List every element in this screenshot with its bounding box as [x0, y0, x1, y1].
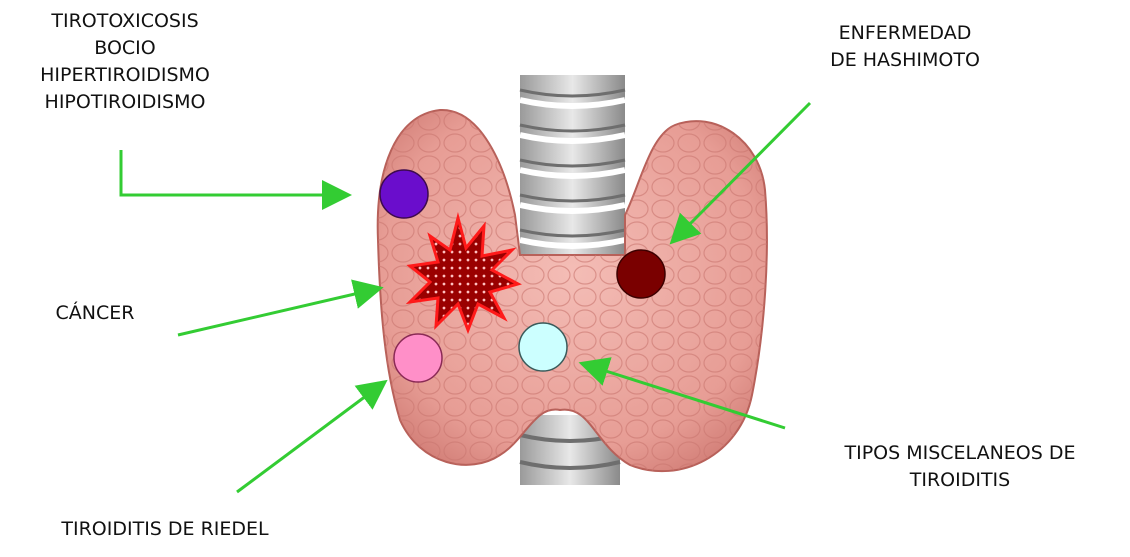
- label-hipotiroidismo: HIPOTIROIDISMO: [0, 89, 250, 116]
- label-riedel-group: TIROIDITIS DE RIEDEL: [20, 516, 310, 543]
- label-misc-line1: TIPOS MISCELANEOS DE: [810, 440, 1110, 467]
- label-tirotoxicosis: TIROTOXICOSIS: [0, 8, 250, 35]
- label-tirotoxicosis-group: TIROTOXICOSIS BOCIO HIPERTIROIDISMO HIPO…: [0, 8, 250, 116]
- arrow-riedel: [237, 387, 378, 492]
- label-cancer: CÁNCER: [20, 300, 170, 327]
- label-hashimoto-line1: ENFERMEDAD: [790, 20, 1020, 47]
- misc-marker: [519, 323, 567, 371]
- label-hashimoto-group: ENFERMEDAD DE HASHIMOTO: [790, 20, 1020, 74]
- label-riedel: TIROIDITIS DE RIEDEL: [20, 516, 310, 543]
- arrow-cancer: [178, 290, 372, 335]
- label-misc-group: TIPOS MISCELANEOS DE TIROIDITIS: [810, 440, 1110, 494]
- hashimoto-marker: [617, 250, 665, 298]
- label-bocio: BOCIO: [0, 35, 250, 62]
- label-misc-line2: TIROIDITIS: [810, 467, 1110, 494]
- arrow-tirotoxicosis: [121, 150, 340, 195]
- label-hashimoto-line2: DE HASHIMOTO: [790, 47, 1020, 74]
- riedel-marker: [394, 334, 442, 382]
- tirotoxicosis-marker: [380, 170, 428, 218]
- label-cancer-group: CÁNCER: [20, 300, 170, 327]
- label-hipertiroidismo: HIPERTIROIDISMO: [0, 62, 250, 89]
